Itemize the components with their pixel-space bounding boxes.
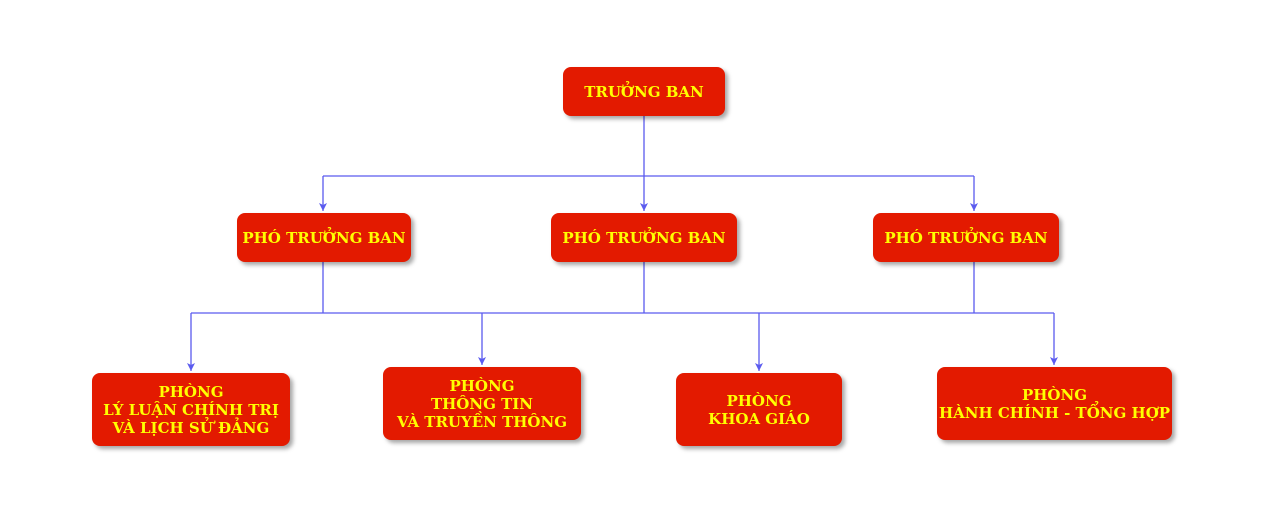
- node-head-label: TRƯỞNG BAN: [584, 82, 704, 101]
- node-department-4-label: PHÒNG HÀNH CHÍNH - TỔNG HỢP: [938, 385, 1171, 422]
- node-department-2-label: PHÒNG THÔNG TIN VÀ TRUYỀN THÔNG: [396, 376, 568, 431]
- node-department-1: PHÒNG LÝ LUẬN CHÍNH TRỊ VÀ LỊCH SỬ ĐẢNG: [92, 373, 290, 446]
- node-department-1-label: PHÒNG LÝ LUẬN CHÍNH TRỊ VÀ LỊCH SỬ ĐẢNG: [103, 382, 279, 437]
- node-deputy-2-label: PHÓ TRƯỞNG BAN: [562, 228, 726, 247]
- node-department-3: PHÒNG KHOA GIÁO: [676, 373, 842, 446]
- node-deputy-3-label: PHÓ TRƯỞNG BAN: [884, 228, 1048, 247]
- node-deputy-1: PHÓ TRƯỞNG BAN: [237, 213, 411, 262]
- node-department-2: PHÒNG THÔNG TIN VÀ TRUYỀN THÔNG: [383, 367, 581, 440]
- node-head: TRƯỞNG BAN: [563, 67, 725, 116]
- node-deputy-2: PHÓ TRƯỞNG BAN: [551, 213, 737, 262]
- node-department-3-label: PHÒNG KHOA GIÁO: [708, 391, 810, 428]
- node-deputy-3: PHÓ TRƯỞNG BAN: [873, 213, 1059, 262]
- node-deputy-1-label: PHÓ TRƯỞNG BAN: [242, 228, 406, 247]
- node-department-4: PHÒNG HÀNH CHÍNH - TỔNG HỢP: [937, 367, 1172, 440]
